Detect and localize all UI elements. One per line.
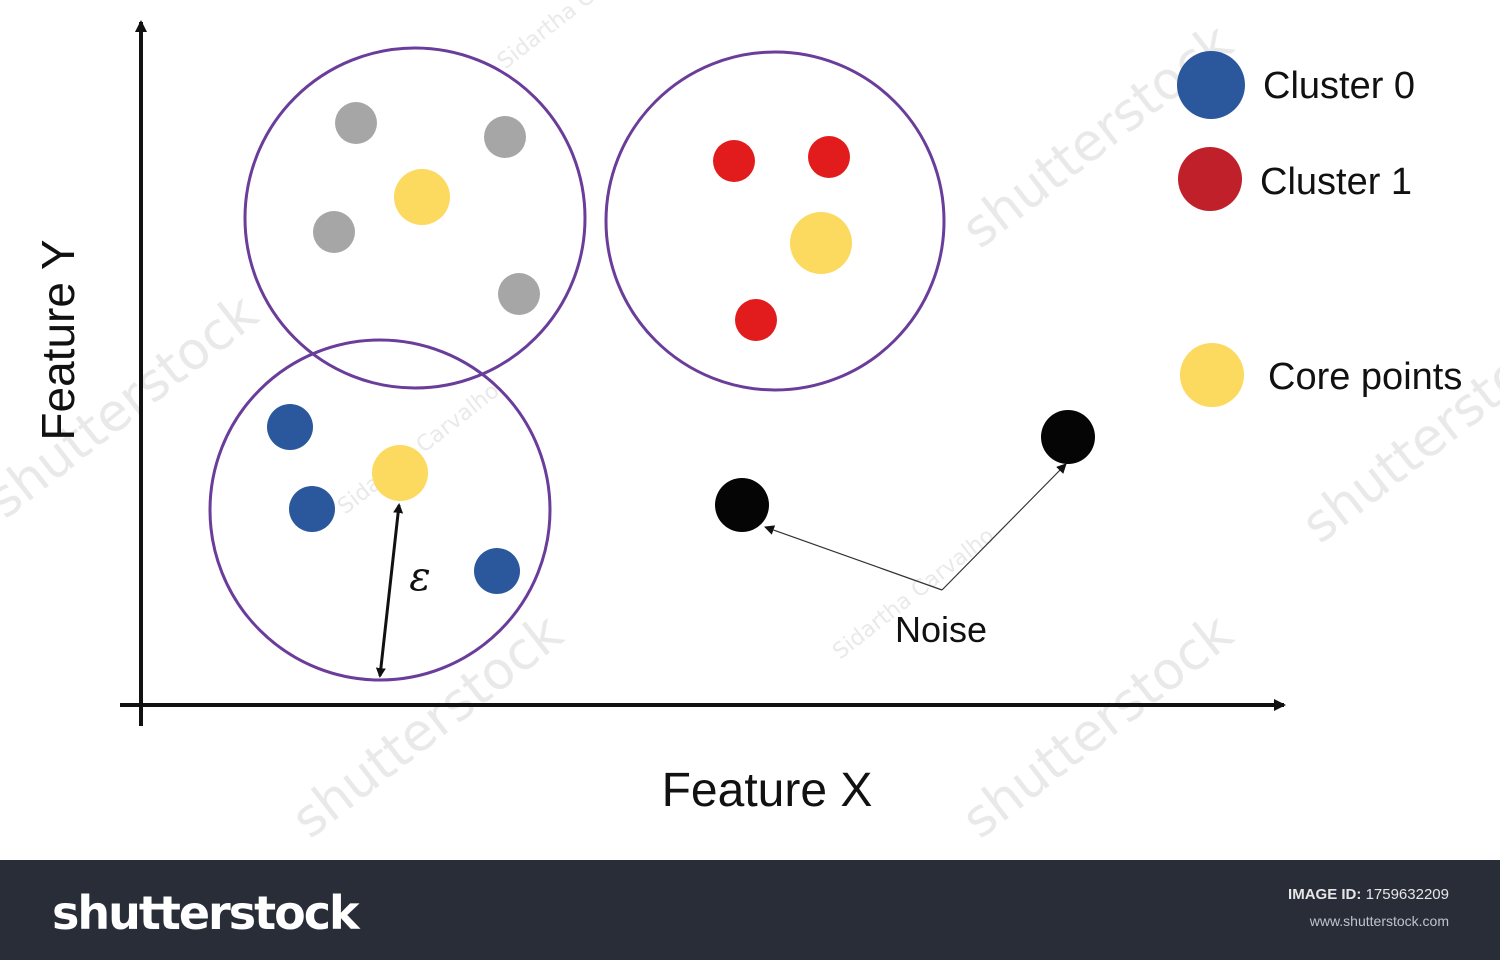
watermark-brand: shutterstock (951, 13, 1244, 260)
cluster-1-point (808, 136, 850, 178)
legend: Cluster 0 Cluster 1 Core points (1177, 51, 1462, 407)
watermark-author: Sidartha Carvalho (493, 0, 664, 75)
noise-label: Noise (895, 609, 987, 650)
watermark-brand: shutterstock (951, 603, 1244, 850)
legend-swatch-core-points (1180, 343, 1244, 407)
legend-swatch-cluster-1 (1178, 147, 1242, 211)
watermark-brand: shutterstock (1291, 308, 1500, 555)
grey-point (335, 102, 377, 144)
noise-point (1041, 410, 1095, 464)
cluster-0-point (474, 548, 520, 594)
noise-pointer-right (941, 463, 1067, 591)
footer-logo: shutterstock (52, 886, 360, 940)
x-axis-label: Feature X (662, 764, 873, 817)
grey-point (313, 211, 355, 253)
core-point (394, 169, 450, 225)
watermark-author: Sidartha Carvalho (333, 378, 504, 519)
legend-swatch-cluster-0 (1177, 51, 1245, 119)
cluster-1-point (735, 299, 777, 341)
watermark-brand: shutterstock (281, 603, 574, 850)
core-point (790, 212, 852, 274)
cluster-1-point (713, 140, 755, 182)
stock-footer-bar (0, 860, 1500, 960)
grey-point (498, 273, 540, 315)
core-point (372, 445, 428, 501)
image-id-value: 1759632209 (1365, 886, 1449, 903)
dbscan-diagram: shutterstock shutterstock shutterstock s… (0, 0, 1500, 850)
neighborhood-circle-bottom-left (208, 338, 552, 682)
legend-label-core-points: Core points (1268, 356, 1462, 398)
cluster-0-point (289, 486, 335, 532)
legend-label-cluster-1: Cluster 1 (1260, 161, 1412, 203)
image-id-label: IMAGE ID: (1288, 886, 1362, 903)
footer-site-link[interactable]: www.shutterstock.com (1309, 913, 1449, 929)
footer-image-id: IMAGE ID: 1759632209 (1288, 886, 1449, 903)
epsilon-radius-arrow (375, 503, 404, 678)
watermark-layer: shutterstock shutterstock shutterstock s… (0, 0, 1500, 850)
noise-point (715, 478, 769, 532)
epsilon-label: ε (409, 554, 430, 600)
neighborhood-circle-top-right (604, 50, 946, 392)
grey-point (484, 116, 526, 158)
cluster-0-point (267, 404, 313, 450)
neighborhood-circle-top-left (243, 46, 587, 390)
legend-label-cluster-0: Cluster 0 (1263, 65, 1415, 107)
y-axis-label: Feature Y (32, 239, 84, 440)
noise-pointer-left (764, 525, 943, 591)
